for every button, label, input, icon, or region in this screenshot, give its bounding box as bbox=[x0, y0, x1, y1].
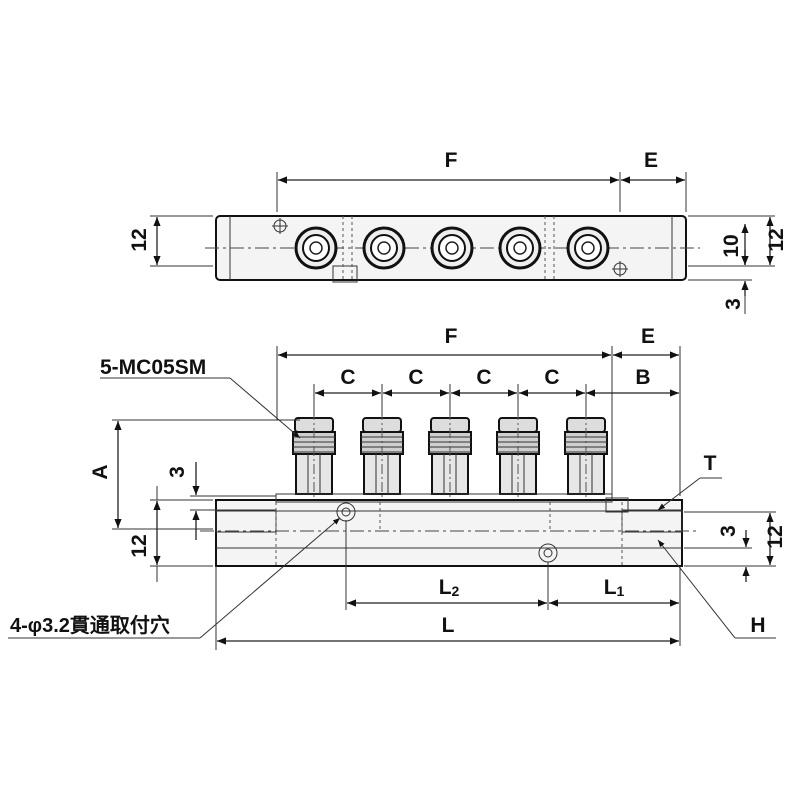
fitting bbox=[360, 410, 404, 498]
front-dim-L: L bbox=[442, 614, 455, 637]
front-dim-B: B bbox=[635, 366, 650, 389]
pitch-dim-C: C bbox=[340, 366, 355, 389]
top-dim-12-right: 12 bbox=[765, 228, 788, 251]
fitting-leader bbox=[229, 377, 301, 439]
front-dim-F: F bbox=[445, 325, 458, 348]
front-dim-L1: L1 bbox=[604, 576, 625, 599]
top-dim-10: 10 bbox=[720, 234, 743, 257]
pitch-dim-C: C bbox=[544, 366, 559, 389]
top-dim-E: E bbox=[644, 149, 658, 172]
top-port-bore bbox=[309, 241, 323, 255]
hole-callout: 4-φ3.2貫通取付穴 bbox=[10, 613, 170, 637]
front-dim-H-leader bbox=[657, 539, 736, 639]
front-dim-L2-subscript: 2 bbox=[452, 583, 460, 599]
fitting bbox=[292, 410, 336, 498]
pitch-dim-C: C bbox=[476, 366, 491, 389]
front-dim-T: T bbox=[704, 452, 717, 475]
top-dim-F: F bbox=[445, 149, 458, 172]
top-port-bore bbox=[377, 241, 391, 255]
front-dim-L1-subscript: 1 bbox=[617, 583, 625, 599]
front-dim-3-left: 3 bbox=[166, 466, 189, 478]
top-ports bbox=[294, 226, 610, 270]
fitting-callout: 5-MC05SM bbox=[100, 356, 206, 379]
top-port-bore bbox=[581, 241, 595, 255]
hole-callout-leader bbox=[199, 517, 341, 639]
top-dim-12-left: 12 bbox=[128, 228, 151, 251]
pitch-dim-C: C bbox=[408, 366, 423, 389]
fitting bbox=[564, 410, 608, 498]
front-dim-T-leader bbox=[657, 477, 701, 511]
top-port-bore bbox=[513, 241, 527, 255]
front-dim-12-left: 12 bbox=[128, 534, 151, 557]
top-view: F E 12 10 12 3 bbox=[128, 149, 788, 314]
front-view-body bbox=[215, 499, 683, 567]
fittings bbox=[292, 410, 608, 498]
top-dim-3: 3 bbox=[722, 298, 745, 310]
front-dim-H: H bbox=[750, 614, 765, 637]
fitting bbox=[496, 410, 540, 498]
front-dim-12-right: 12 bbox=[764, 525, 787, 548]
top-port-bore bbox=[445, 241, 459, 255]
front-dim-3-right: 3 bbox=[717, 525, 740, 537]
front-dim-A: A bbox=[89, 464, 112, 479]
fitting bbox=[428, 410, 472, 498]
front-dim-L2: L2 bbox=[439, 576, 460, 599]
front-dim-E: E bbox=[641, 325, 655, 348]
